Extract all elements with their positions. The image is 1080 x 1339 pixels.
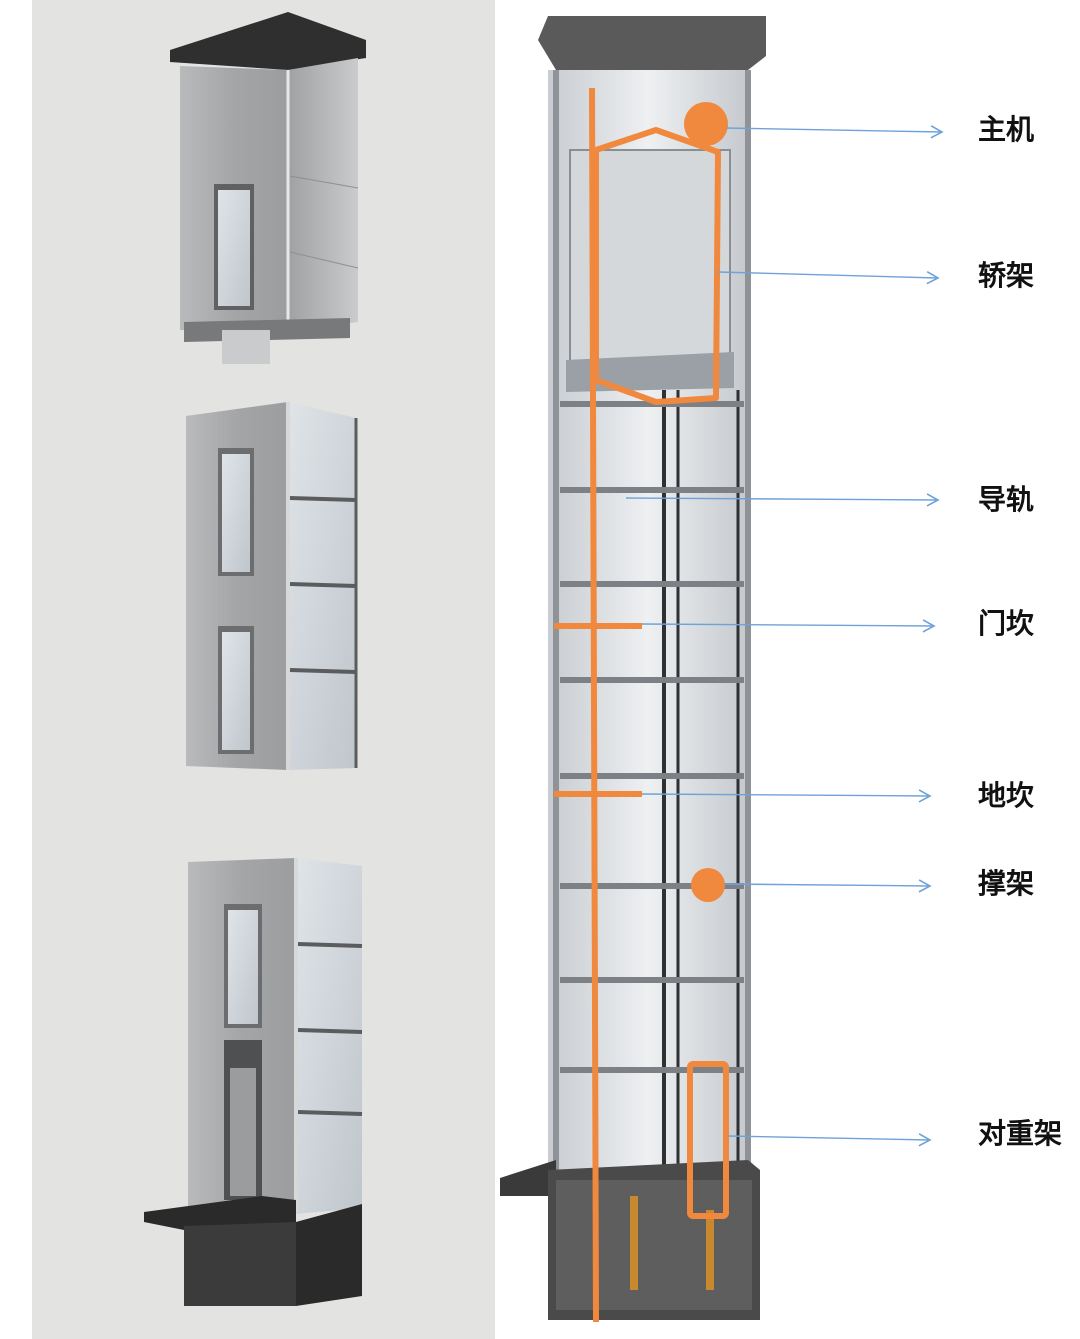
leader-car-frame: [717, 271, 940, 285]
leader-main-machine: [725, 125, 944, 139]
leader-door-sill: [641, 619, 936, 633]
label-floor-sill: 地坎: [978, 779, 1035, 812]
car-frame-outline: [593, 127, 721, 405]
label-counterweight-frame: 对重架: [978, 1117, 1063, 1150]
label-door-sill: 门坎: [978, 607, 1035, 640]
label-bracket: 撑架: [978, 867, 1035, 900]
bottom-module: [144, 858, 363, 1306]
label-guide-rail: 导轨: [978, 483, 1035, 516]
label-main-machine: 主机: [978, 113, 1035, 146]
label-car-frame: 轿架: [978, 259, 1035, 292]
leader-counterweight: [727, 1133, 932, 1147]
leader-bracket: [723, 879, 932, 893]
leader-floor-sill: [641, 789, 932, 803]
leader-guide-rail: [625, 493, 940, 507]
rope-line: [589, 87, 599, 1323]
main-machine-marker: [684, 102, 728, 146]
bracket-marker: [691, 868, 725, 902]
leader-lines: [625, 125, 944, 1147]
middle-module: [186, 402, 358, 770]
top-module: [170, 12, 366, 364]
counterweight-outline: [687, 1061, 729, 1219]
orange-highlights: [554, 87, 729, 1323]
